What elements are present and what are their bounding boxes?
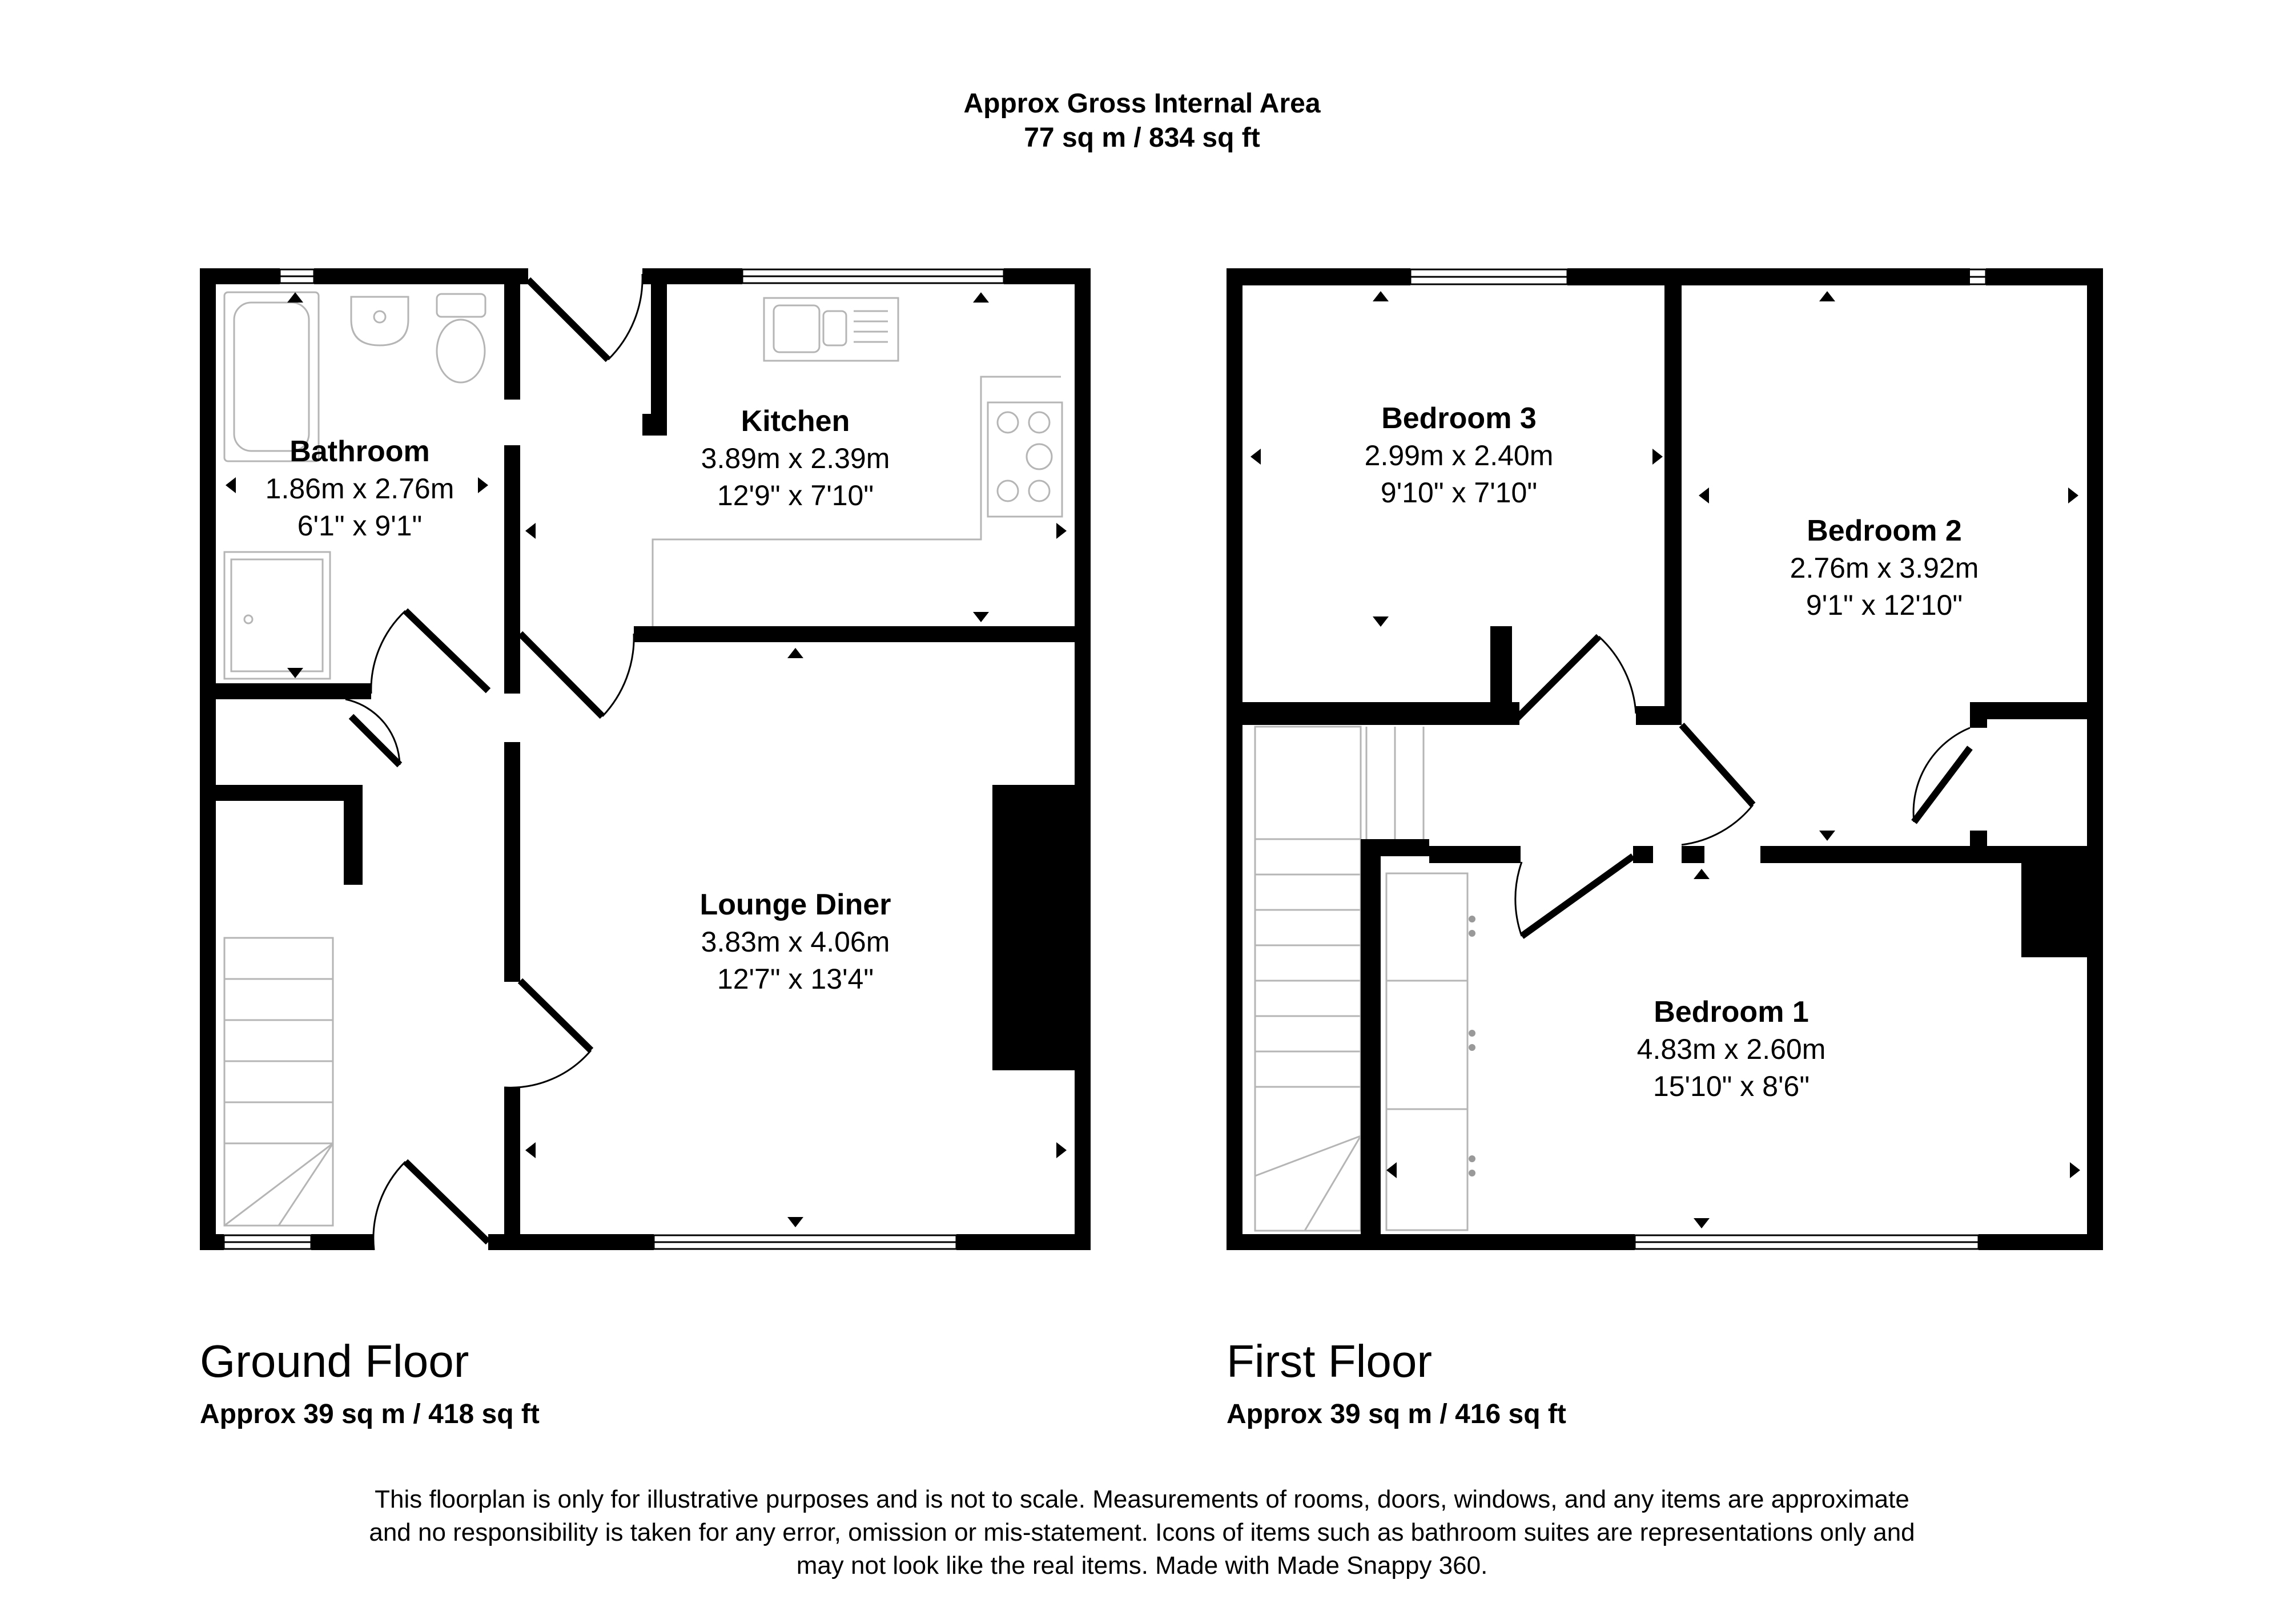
ground-floor-area: Approx 39 sq m / 418 sq ft <box>200 1399 540 1429</box>
room-name-lounge-diner: Lounge Diner <box>699 888 891 921</box>
ground-floor-title: Ground Floor <box>200 1336 469 1387</box>
door-swings <box>345 273 1971 1251</box>
first-floor-area: Approx 39 sq m / 416 sq ft <box>1227 1399 1566 1429</box>
room-name-kitchen: Kitchen <box>741 405 850 438</box>
total-area: 77 sq m / 834 sq ft <box>1024 123 1260 153</box>
first-floor-title: First Floor <box>1227 1336 1432 1387</box>
room-metric-bathroom: 1.86m x 2.76m <box>266 473 455 505</box>
windows <box>223 268 1987 1250</box>
room-name-bedroom-2: Bedroom 2 <box>1807 514 1962 547</box>
room-metric-kitchen: 3.89m x 2.39m <box>701 442 890 474</box>
fixtures <box>223 291 1469 1232</box>
disclaimer-line: This floorplan is only for illustrative … <box>375 1485 1909 1513</box>
wardrobe-knobs <box>1469 916 1475 1176</box>
room-metric-bedroom-1: 4.83m x 2.60m <box>1637 1033 1826 1065</box>
disclaimer-line: and no responsibility is taken for any e… <box>369 1518 1915 1546</box>
room-imperial-bedroom-1: 15'10" x 8'6" <box>1653 1070 1809 1102</box>
doors <box>348 277 1973 1245</box>
room-name-bathroom: Bathroom <box>289 435 430 468</box>
room-imperial-bedroom-3: 9'10" x 7'10" <box>1381 477 1537 509</box>
room-imperial-bedroom-2: 9'1" x 12'10" <box>1806 589 1963 621</box>
room-labels: Bathroom 1.86m x 2.76m 6'1" x 9'1" Kitch… <box>266 402 1979 1102</box>
room-imperial-bathroom: 6'1" x 9'1" <box>297 510 423 542</box>
area-title: Approx Gross Internal Area <box>963 88 1321 119</box>
room-name-bedroom-3: Bedroom 3 <box>1381 402 1537 435</box>
room-name-bedroom-1: Bedroom 1 <box>1654 996 1809 1029</box>
walls <box>200 268 2103 1250</box>
room-metric-bedroom-3: 2.99m x 2.40m <box>1365 440 1554 472</box>
disclaimer-line: may not look like the real items. Made w… <box>796 1552 1488 1579</box>
disclaimer: This floorplan is only for illustrative … <box>171 1483 2113 1582</box>
dimension-arrows <box>226 291 2080 1228</box>
room-metric-bedroom-2: 2.76m x 3.92m <box>1790 552 1979 584</box>
room-imperial-kitchen: 12'9" x 7'10" <box>717 479 874 511</box>
room-imperial-lounge-diner: 12'7" x 13'4" <box>717 963 874 995</box>
room-metric-lounge-diner: 3.83m x 4.06m <box>701 926 890 958</box>
